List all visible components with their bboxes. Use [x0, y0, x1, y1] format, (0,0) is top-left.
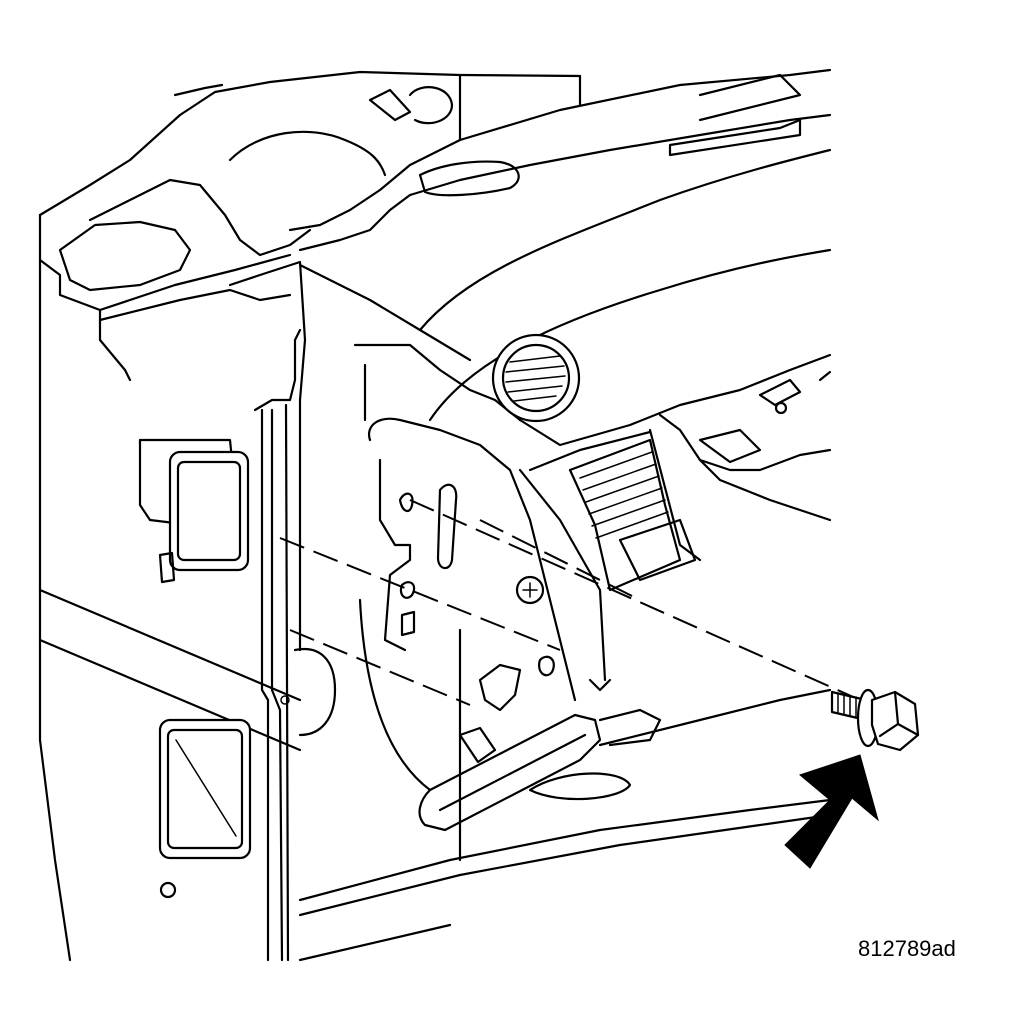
- round-air-vent: [491, 333, 581, 423]
- bracket-assembly: [358, 417, 832, 862]
- side-panel: [38, 258, 832, 962]
- figure-id-label: 812789ad: [858, 936, 956, 961]
- alignment-lines: [279, 499, 861, 706]
- louvered-air-vent: [568, 428, 702, 592]
- arrow-icon: [784, 754, 879, 869]
- bolt-icon: [830, 688, 920, 752]
- upper-dash-structure: [38, 68, 832, 382]
- dash-body: [228, 148, 832, 652]
